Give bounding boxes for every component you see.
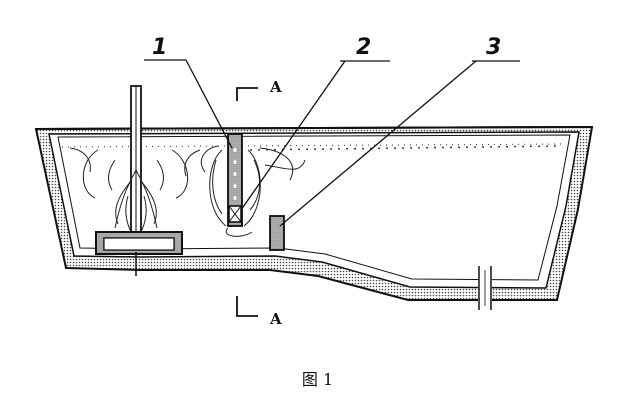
- label-part-1: 1: [152, 35, 167, 60]
- vessel-lining: [34, 125, 594, 301]
- inlet-flow-lines: [69, 147, 201, 231]
- figure-caption: 图 1: [301, 370, 334, 389]
- impact-pad: [95, 231, 183, 255]
- label-part-3: 3: [486, 35, 501, 60]
- weir-part-3: [269, 215, 285, 251]
- label-section-bottom: A: [269, 310, 282, 328]
- label-section-top: A: [269, 78, 282, 96]
- baffle-part-1: [227, 133, 243, 227]
- shroud-pipe: [130, 85, 142, 235]
- liquid-surface: [35, 126, 593, 151]
- label-part-2: 2: [356, 35, 371, 60]
- section-marker-bottom: [236, 296, 258, 317]
- leader-lines: [144, 59, 520, 227]
- outlet-nozzle: [478, 266, 492, 310]
- section-marker-top: [236, 87, 258, 101]
- baffle-flow-lines: [200, 145, 306, 237]
